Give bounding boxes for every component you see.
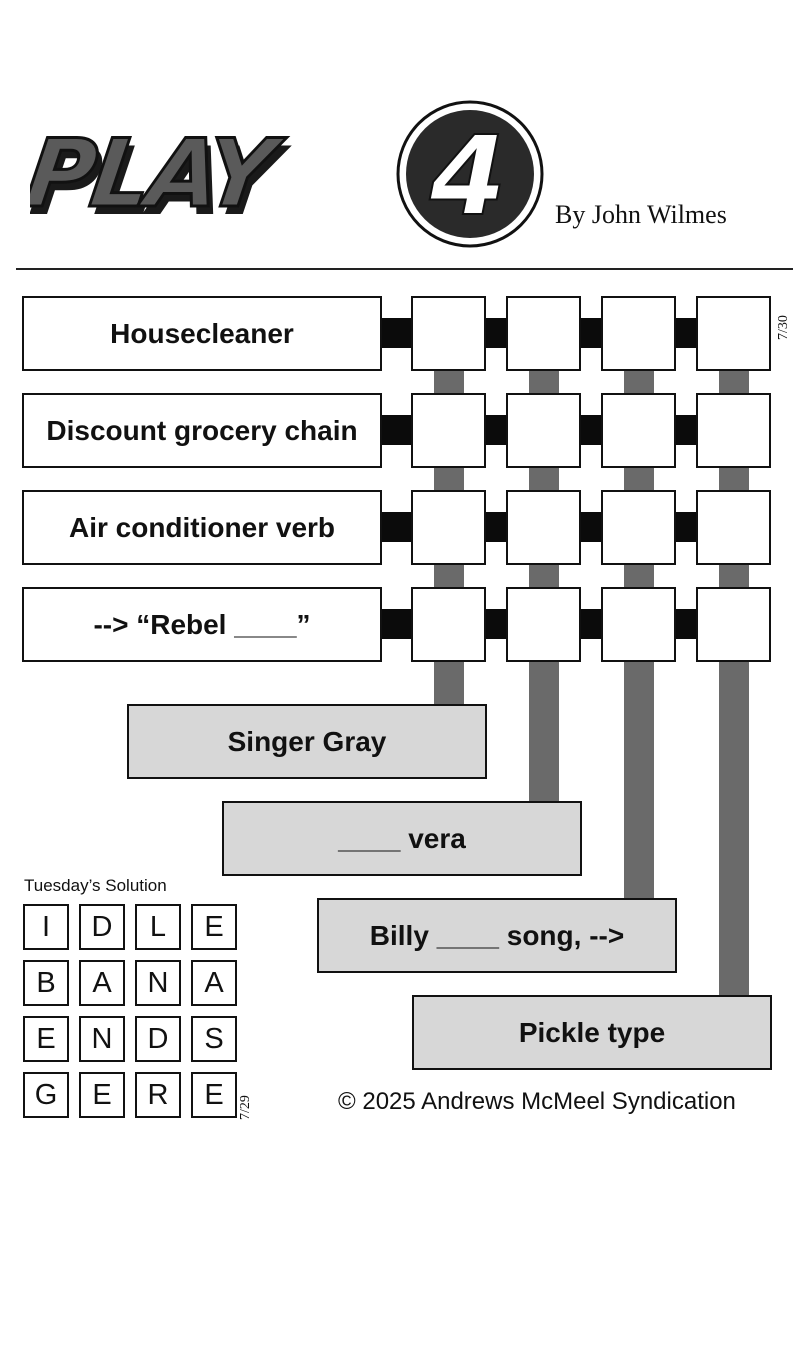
grid-cell-r3c4[interactable] [696, 490, 771, 565]
solution-cell-r2c3: N [135, 960, 181, 1006]
svg-text:PLAY: PLAY [30, 127, 295, 236]
puzzle-date: 7/30 [776, 315, 791, 340]
solution-title: Tuesday’s Solution [24, 876, 167, 895]
play4-logo: PLAY PLAY 4 [30, 100, 544, 248]
solution-cell-r2c1: B [23, 960, 69, 1006]
across-clue-1: Housecleaner [22, 296, 382, 371]
down-clue-2: ____ vera [222, 801, 582, 876]
solution-cell-r2c2: A [79, 960, 125, 1006]
solution-cell-r1c3: L [135, 904, 181, 950]
grid-cell-r4c4[interactable] [696, 587, 771, 662]
column-connector-4 [719, 368, 749, 998]
across-clue-2: Discount grocery chain [22, 393, 382, 468]
solution-cell-r3c1: E [23, 1016, 69, 1062]
svg-text:4: 4 [429, 112, 507, 240]
svg-text:PLAY: PLAY [30, 119, 290, 228]
grid-cell-r1c3[interactable] [601, 296, 676, 371]
down-clue-1: Singer Gray [127, 704, 487, 779]
grid-cell-r4c2[interactable] [506, 587, 581, 662]
solution-cell-r1c4: E [191, 904, 237, 950]
across-clue-3: Air conditioner verb [22, 490, 382, 565]
solution-cell-r1c1: I [23, 904, 69, 950]
grid-cell-r2c3[interactable] [601, 393, 676, 468]
grid-cell-r2c4[interactable] [696, 393, 771, 468]
solution-cell-r4c3: R [135, 1072, 181, 1118]
solution-cell-r2c4: A [191, 960, 237, 1006]
grid-cell-r4c3[interactable] [601, 587, 676, 662]
grid-cell-r4c1[interactable] [411, 587, 486, 662]
grid-cell-r2c1[interactable] [411, 393, 486, 468]
solution-cell-r4c1: G [23, 1072, 69, 1118]
byline: By John Wilmes [555, 200, 727, 229]
down-clue-4: Pickle type [412, 995, 772, 1070]
solution-cell-r3c3: D [135, 1016, 181, 1062]
solution-cell-r3c4: S [191, 1016, 237, 1062]
solution-cell-r4c2: E [79, 1072, 125, 1118]
copyright-notice: © 2025 Andrews McMeel Syndication [338, 1088, 736, 1115]
header-divider [16, 268, 793, 270]
solution-cell-r4c4: E [191, 1072, 237, 1118]
solution-cell-r3c2: N [79, 1016, 125, 1062]
solution-cell-r1c2: D [79, 904, 125, 950]
grid-cell-r1c2[interactable] [506, 296, 581, 371]
grid-cell-r3c1[interactable] [411, 490, 486, 565]
grid-cell-r1c1[interactable] [411, 296, 486, 371]
across-clue-4: --> “Rebel ____” [22, 587, 382, 662]
solution-date: 7/29 [238, 1095, 253, 1120]
down-clue-3: Billy ____ song, --> [317, 898, 677, 973]
grid-cell-r2c2[interactable] [506, 393, 581, 468]
grid-cell-r3c2[interactable] [506, 490, 581, 565]
grid-cell-r1c4[interactable] [696, 296, 771, 371]
grid-cell-r3c3[interactable] [601, 490, 676, 565]
